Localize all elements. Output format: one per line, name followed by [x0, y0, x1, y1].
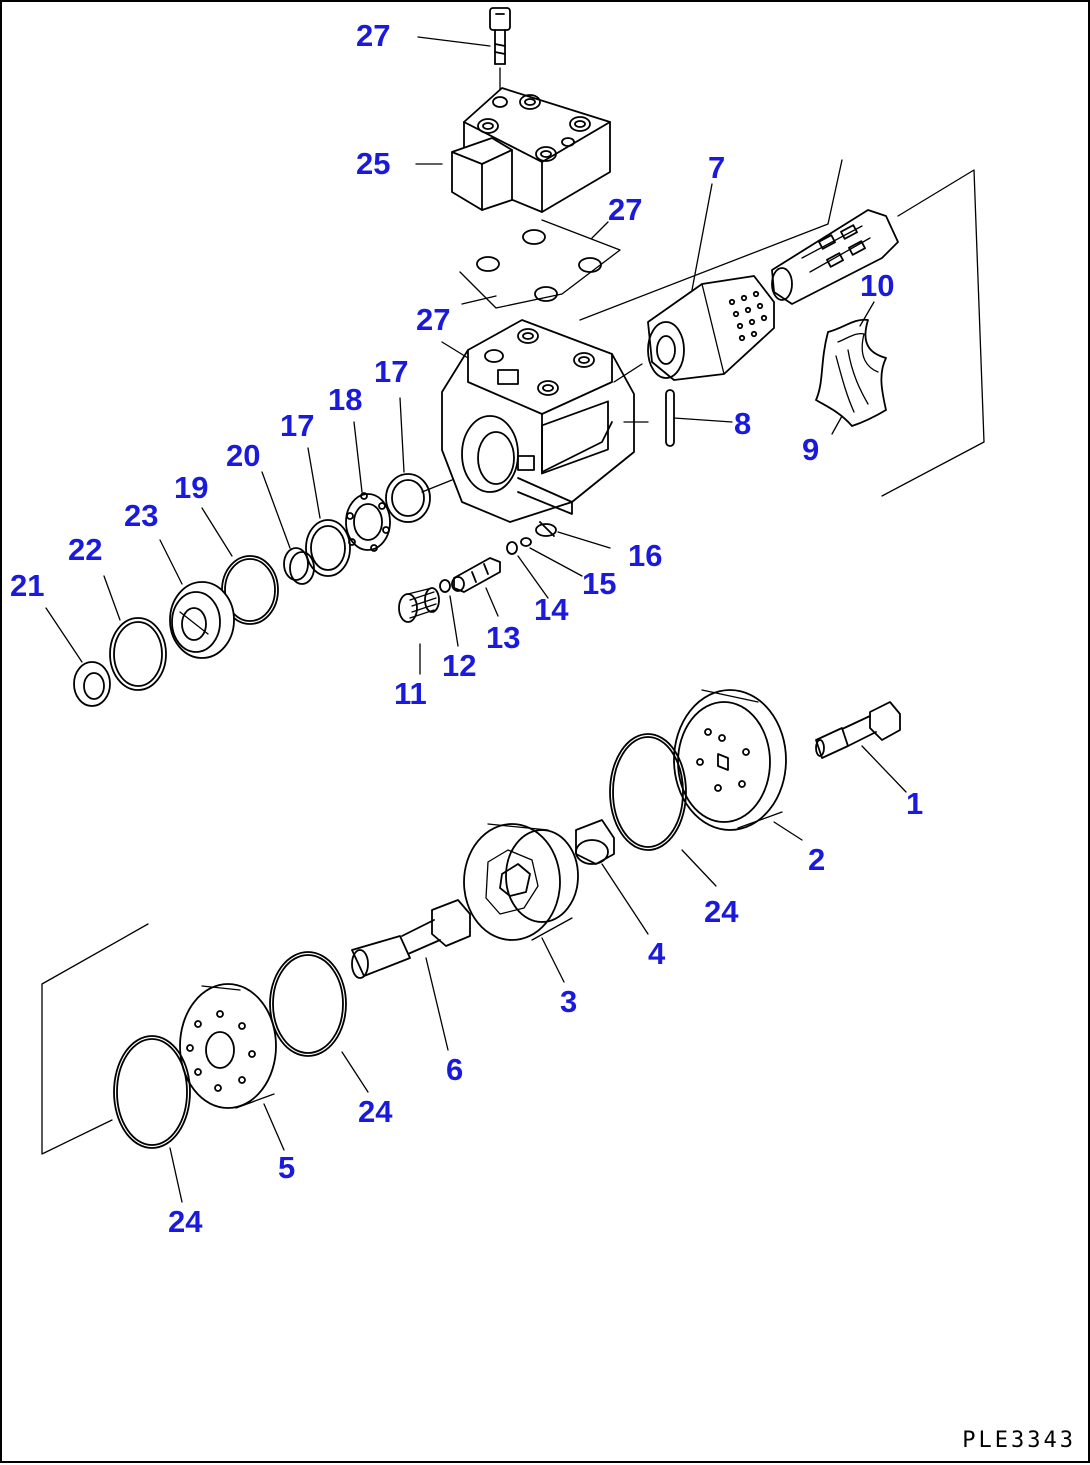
callout-24-upper: 24: [704, 894, 739, 929]
callout-26: 27: [356, 18, 391, 53]
callout-2: 2: [808, 842, 826, 877]
part-6-drive-shaft: [351, 899, 471, 979]
callout-25: 25: [356, 146, 391, 181]
callout-22: 22: [68, 532, 103, 567]
part-12-ball: [439, 579, 451, 593]
part-17-ring-b: [305, 519, 351, 577]
callout-24-lower: 24: [168, 1204, 203, 1239]
callout-21: 21: [10, 568, 45, 603]
callout-9: 9: [802, 432, 820, 467]
callout-20: 20: [226, 438, 261, 473]
callout-27-lower: 27: [416, 302, 451, 337]
part-10-spool: [771, 169, 985, 497]
callout-18: 18: [328, 382, 363, 417]
callout-17-upper: 17: [374, 354, 409, 389]
part-7-sleeve: [647, 275, 775, 381]
part-3-gerotor: [463, 823, 579, 941]
part-1-bolt: [815, 701, 901, 759]
part-11-spring: [398, 587, 440, 623]
callout-4: 4: [648, 936, 666, 971]
callout-13: 13: [486, 620, 521, 655]
callout-1: 1: [906, 786, 924, 821]
part-18-thrust-bearing: [345, 492, 391, 552]
part-24-o-ring-b: [269, 951, 347, 1057]
callout-15: 15: [582, 566, 617, 601]
valve-housing: [441, 319, 635, 523]
part-24-o-ring-c: [113, 1035, 191, 1149]
callout-27-upper: 27: [608, 192, 643, 227]
part-17-ring-a: [385, 473, 431, 523]
callout-16: 16: [628, 538, 663, 573]
callout-6: 6: [446, 1052, 464, 1087]
callout-8: 8: [734, 406, 752, 441]
callout-12: 12: [442, 648, 477, 683]
callout-23: 23: [124, 498, 159, 533]
axis-frame-bottom: [41, 923, 149, 1155]
part-5-plate: [179, 983, 277, 1109]
callout-10: 10: [860, 268, 895, 303]
part-26-bolt: [489, 7, 511, 93]
part-27-o-rings: [459, 219, 621, 309]
part-15-o-ring: [520, 537, 532, 547]
part-16-plug: [535, 521, 557, 537]
callout-7: 7: [708, 150, 726, 185]
part-13-check-valve: [451, 557, 501, 593]
callout-5: 5: [278, 1150, 296, 1185]
part-2-end-cap: [673, 689, 787, 831]
callout-17-lower: 17: [280, 408, 315, 443]
callout-24-middle: 24: [358, 1094, 393, 1129]
part-21-dust-seal: [73, 661, 111, 707]
part-25-end-cover: [451, 87, 611, 213]
drawing-code-label: PLE3343: [962, 1428, 1076, 1453]
part-24-o-ring-a: [609, 733, 687, 851]
callout-19: 19: [174, 470, 209, 505]
callout-11: 11: [394, 676, 427, 711]
leader-lines: [45, 36, 907, 1203]
part-9-springs: [815, 318, 887, 427]
part-23-seal-retainer: [169, 581, 235, 659]
callout-3: 3: [560, 984, 578, 1019]
callout-14: 14: [534, 592, 569, 627]
part-8-pin: [665, 389, 675, 447]
part-22-ring: [109, 617, 167, 691]
part-14-o-ring: [506, 541, 518, 555]
part-20-bushing: [283, 547, 315, 585]
part-4-spacer: [575, 819, 615, 865]
